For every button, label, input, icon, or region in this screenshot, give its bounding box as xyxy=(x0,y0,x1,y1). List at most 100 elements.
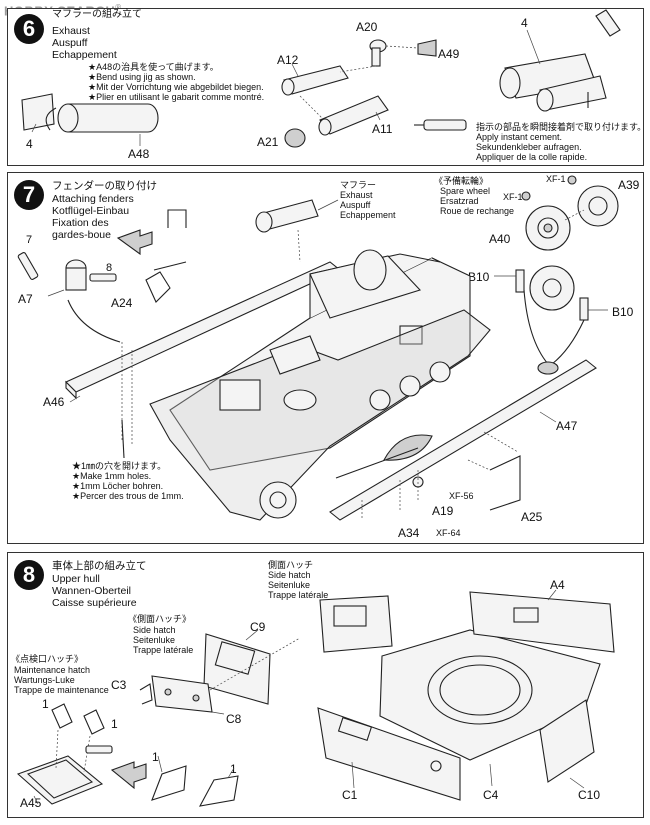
cement-tube-icon-8 xyxy=(85,745,113,754)
side-hatch-frame xyxy=(319,595,393,653)
part-label-c9: C9 xyxy=(250,620,266,634)
cement-tube-icon-7b xyxy=(89,273,117,282)
step-6-title-de: Auspuff xyxy=(52,37,88,49)
side-hatch-a-de: Seitenluke xyxy=(268,580,311,590)
part-label-1b: 1 xyxy=(111,717,118,731)
part-label-c1: C1 xyxy=(342,788,358,802)
part-label-8: 8 xyxy=(106,262,113,274)
step-7-drawing xyxy=(17,175,619,521)
headlight-a7 xyxy=(47,259,121,343)
spare-wheel-en: Spare wheel xyxy=(440,186,491,196)
spare-wheel-fr: Roue de rechange xyxy=(440,206,515,216)
step-6-note-jp: ★A48の治具を使って曲げます。 xyxy=(88,62,219,72)
maint-hatch-en: Maintenance hatch xyxy=(14,665,91,675)
side-hatch-a-fr: Trappe latérale xyxy=(268,590,329,600)
maintenance-hatch-a45 xyxy=(16,755,104,805)
bend-arrow xyxy=(45,107,57,131)
cement-note-fr: Appliquer de la colle rapide. xyxy=(476,152,588,162)
front-plate-a4 xyxy=(469,589,615,653)
spare-wheel-jp: 《予備転輪》 xyxy=(434,176,489,186)
part-label-a21: A21 xyxy=(257,135,279,149)
spare-wheel-a39 xyxy=(577,185,619,227)
step-8-number: 8 xyxy=(14,560,44,590)
part-label-a25: A25 xyxy=(521,510,543,524)
step-6-note-de: ★Mit der Vorrichtung wie abgebildet bieg… xyxy=(88,82,264,92)
step-7-note-fr: ★Percer des trous de 1mm. xyxy=(72,491,184,501)
part-label-c8: C8 xyxy=(226,712,242,726)
muffler-label-en: Exhaust xyxy=(340,190,373,200)
step-7-title-en: Attaching fenders xyxy=(52,193,134,205)
paint-label-xf1-a: XF-1 xyxy=(546,174,566,184)
paint-label-xf64: XF-64 xyxy=(436,528,461,538)
part-label-4b: 4 xyxy=(521,16,528,30)
step-8-title-de: Wannen-Oberteil xyxy=(52,585,131,597)
hinge-assembly-a xyxy=(151,755,187,801)
fender-a47 xyxy=(329,359,597,521)
rear-plate-c10 xyxy=(539,699,595,789)
part-label-a12: A12 xyxy=(277,53,299,67)
maint-hatch-de: Wartungs-Luke xyxy=(14,675,75,685)
muffler-label-jp: マフラー xyxy=(340,180,377,190)
step-8-title-fr: Caisse supérieure xyxy=(52,597,137,609)
step-6-note-en: ★Bend using jig as shown. xyxy=(88,72,196,82)
handle-c3 xyxy=(139,683,153,705)
part-label-7: 7 xyxy=(26,234,33,246)
step-8-title-en: Upper hull xyxy=(52,573,100,585)
part-label-a47: A47 xyxy=(556,419,578,433)
part-label-1c: 1 xyxy=(152,750,159,764)
hull-body xyxy=(149,249,491,521)
step-7-title-de: Kotflügel-Einbau xyxy=(52,205,130,217)
handle-a25 xyxy=(467,431,521,511)
cement-tube-icon xyxy=(414,119,467,131)
installed-muffler xyxy=(255,199,339,263)
paint-label-xf56: XF-56 xyxy=(449,491,474,501)
maint-hatch-fr: Trappe de maintenance xyxy=(14,685,109,695)
cement-note-jp: 指示の部品を瞬間接着剤で取り付けます。 xyxy=(476,122,647,132)
part-label-a48: A48 xyxy=(128,147,150,161)
step-6-note-fr: ★Plier en utilisant le gabarit comme mon… xyxy=(88,92,265,102)
step-7-note-de: ★1mm Löcher bohren. xyxy=(72,481,164,491)
step-7-title-fr-2: gardes-boue xyxy=(52,229,111,241)
hinge-parts-1 xyxy=(51,703,105,773)
tube-a11 xyxy=(299,95,389,136)
part-label-a20: A20 xyxy=(356,20,378,34)
part-label-a7: A7 xyxy=(18,292,33,306)
end-cap-a21 xyxy=(284,128,306,148)
step-8-title-jp: 車体上部の組み立て xyxy=(52,560,147,572)
drill-rod xyxy=(121,419,125,459)
step-8-arrow-icon xyxy=(110,761,147,790)
side-hatch-b-de: Seitenluke xyxy=(133,635,176,645)
cement-note-de: Sekundenkleber aufragen. xyxy=(476,142,582,152)
part-label-a4: A4 xyxy=(550,578,565,592)
step-7-title-jp: フェンダーの取り付け xyxy=(52,180,157,192)
step-6-drawing xyxy=(21,9,621,148)
paint-dot-xf1-a xyxy=(567,175,577,185)
side-hatch-c9 xyxy=(203,629,271,705)
part-label-c4: C4 xyxy=(483,788,499,802)
side-hatch-b-jp: 《側面ハッチ》 xyxy=(128,614,192,624)
part-label-a34: A34 xyxy=(398,526,420,540)
tow-parts-a19-a34 xyxy=(335,434,433,520)
step-7-note-en: ★Make 1mm holes. xyxy=(72,471,152,481)
cement-tube-icon-7 xyxy=(17,252,39,280)
maint-hatch-jp: 《点検口ハッチ》 xyxy=(11,654,84,664)
paint-dot-xf1-b xyxy=(521,191,531,201)
side-hatch-a-en: Side hatch xyxy=(268,570,311,580)
side-hatch-b-en: Side hatch xyxy=(133,625,176,635)
part-label-a39: A39 xyxy=(618,178,640,192)
spare-wheel-a40 xyxy=(525,205,585,251)
step-6-title-fr: Echappement xyxy=(52,49,117,61)
bracket-a24 xyxy=(145,271,171,303)
glue-nozzle-icon xyxy=(595,9,621,37)
part-label-b10-a: B10 xyxy=(468,270,490,284)
spare-wheel-mounted xyxy=(494,265,608,375)
side-hatch-door-c8 xyxy=(151,637,301,715)
part-label-a19: A19 xyxy=(432,504,454,518)
muffler-a12 xyxy=(281,63,349,96)
jig-bracket xyxy=(167,209,187,228)
side-plate-c1 xyxy=(317,707,461,801)
part-label-a40: A40 xyxy=(489,232,511,246)
tip-a49 xyxy=(417,39,437,57)
bracket-pair xyxy=(153,261,187,271)
